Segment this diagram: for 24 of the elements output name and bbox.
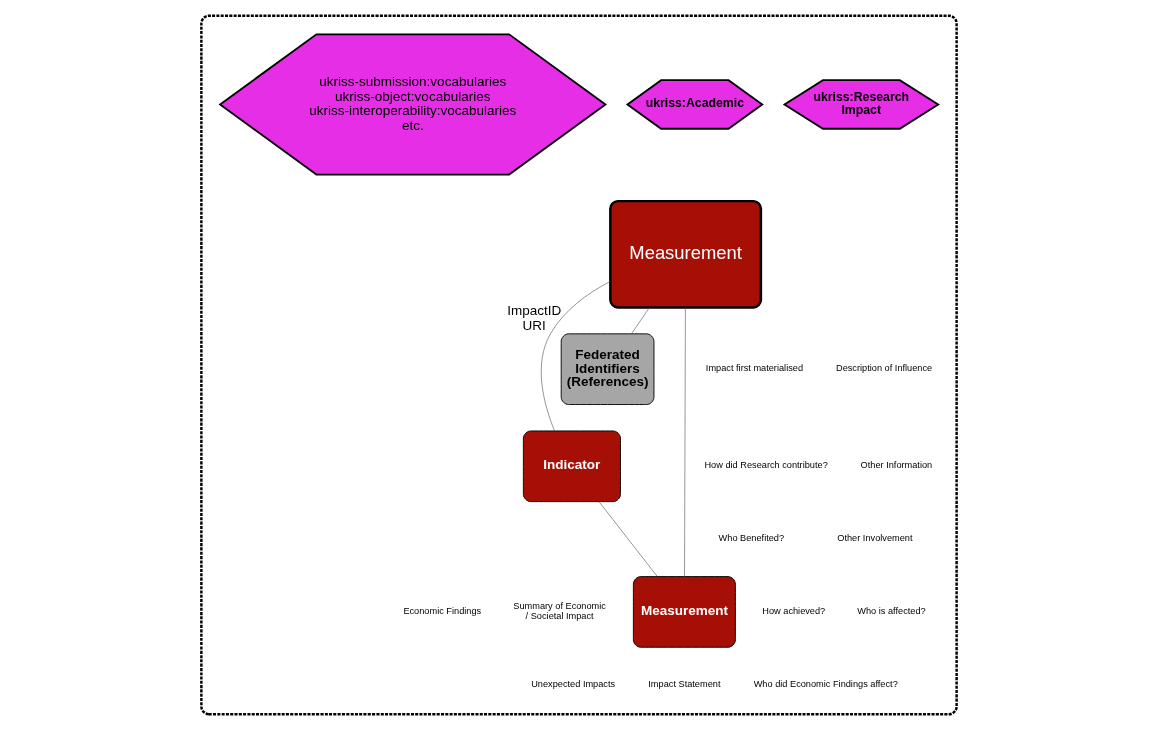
label: Unexpected Impacts	[531, 678, 616, 689]
label: Other Information	[860, 460, 933, 471]
label: How achieved?	[762, 606, 826, 617]
node-box: Measurement	[609, 199, 763, 309]
label: Who did Economic Findings affect?	[753, 678, 898, 689]
label: Summary of Economic / Societal Impact	[513, 600, 606, 622]
label: Other Involvement	[837, 533, 913, 544]
connector	[631, 307, 650, 335]
node-box: Indicator	[522, 430, 621, 503]
node-label: URI	[522, 317, 546, 333]
node-label: ImpactID	[507, 303, 562, 319]
label: How did Research contribute?	[704, 460, 828, 471]
label: Economic Findings	[403, 606, 482, 617]
label: Who is affected?	[857, 606, 926, 617]
label: Impact first materialised	[705, 363, 804, 374]
label: Who Benefited?	[718, 533, 785, 544]
label: Description of Influence	[836, 363, 933, 374]
node-box: Federated Identifiers (References)	[560, 333, 655, 405]
connector	[684, 307, 686, 577]
connector	[598, 501, 658, 577]
node-box: Measurement	[632, 576, 736, 648]
cluster	[200, 14, 958, 716]
label: Impact Statement	[648, 678, 721, 689]
connector	[540, 281, 611, 431]
